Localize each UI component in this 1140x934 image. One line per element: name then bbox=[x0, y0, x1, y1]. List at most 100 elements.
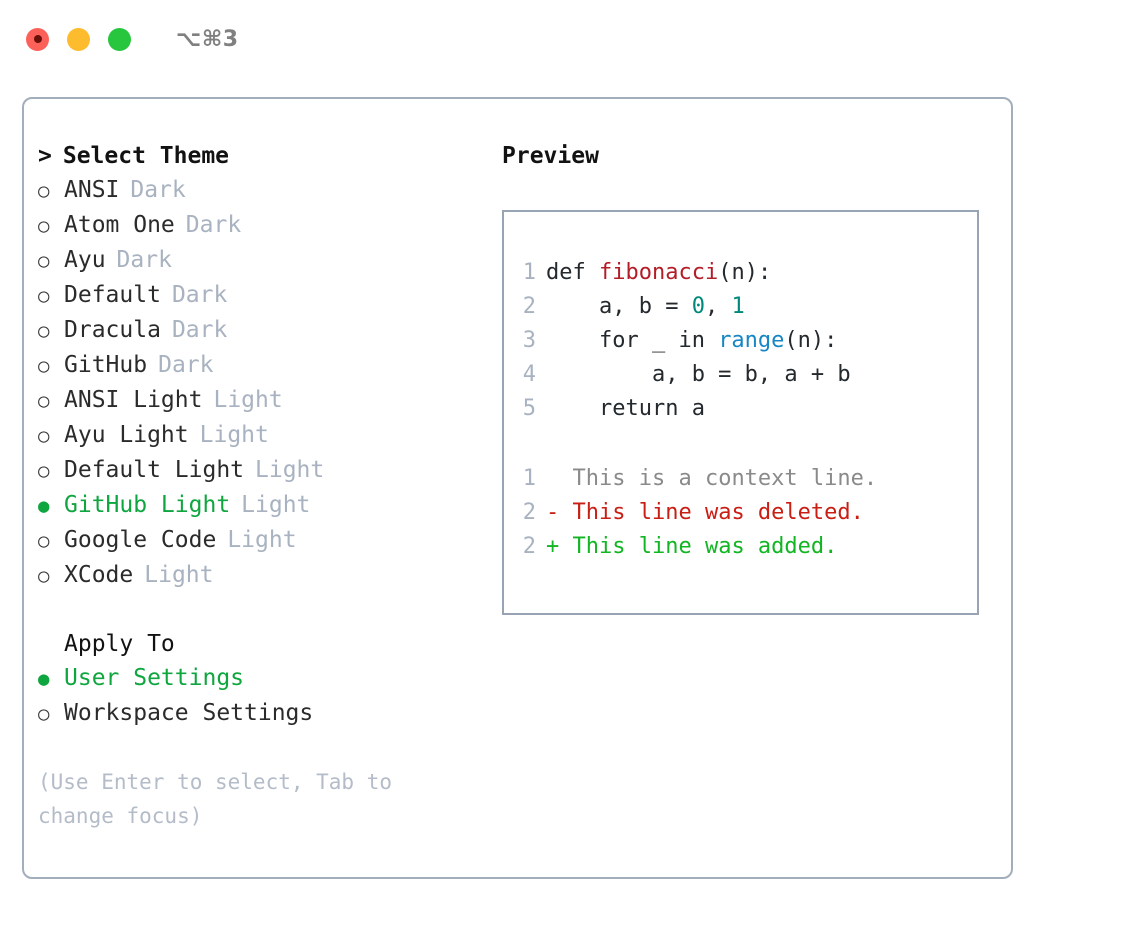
code-line-content: a, b = b, a + b bbox=[546, 358, 851, 392]
theme-option-dracula[interactable]: ○ Dracula Dark bbox=[38, 313, 498, 348]
diff-line-text: This line was deleted. bbox=[572, 500, 864, 525]
radio-unselected-icon: ○ bbox=[38, 320, 50, 342]
radio-unselected-icon: ○ bbox=[38, 390, 50, 412]
theme-option-github-light[interactable]: ● GitHub Light Light bbox=[38, 488, 498, 523]
code-token-num: 0 bbox=[691, 294, 705, 319]
code-token-plain: (n): bbox=[784, 328, 838, 353]
radio-unselected-icon: ○ bbox=[38, 565, 50, 587]
theme-option-atom-one[interactable]: ○ Atom One Dark bbox=[38, 208, 498, 243]
apply-to-option-user-settings[interactable]: ●User Settings bbox=[38, 661, 498, 696]
theme-option-kind-badge: Light bbox=[144, 562, 214, 588]
theme-option-google-code[interactable]: ○ Google Code Light bbox=[38, 523, 498, 558]
diff-sample: 1 This is a context line. 2 - This line wa… bbox=[504, 462, 977, 564]
code-line-number: 2 bbox=[522, 294, 536, 319]
theme-option-kind-badge: Dark bbox=[116, 247, 172, 273]
radio-unselected-icon: ○ bbox=[38, 425, 50, 447]
theme-option-ayu-light[interactable]: ○ Ayu Light Light bbox=[38, 418, 498, 453]
theme-option-kind-badge: Dark bbox=[171, 282, 228, 308]
theme-option-kind-badge: Dark bbox=[171, 317, 228, 343]
code-line-content: def fibonacci(n): bbox=[546, 256, 771, 290]
theme-option-kind-badge: Light bbox=[213, 387, 283, 413]
theme-option-label: Ayu Light bbox=[64, 422, 189, 448]
theme-option-label: XCode bbox=[64, 562, 134, 588]
code-line-content: return a bbox=[546, 392, 705, 426]
theme-option-label: Default Light bbox=[64, 457, 245, 483]
apply-to-option-workspace-settings[interactable]: ○ Workspace Settings bbox=[38, 696, 498, 731]
radio-selected-icon: ● bbox=[38, 668, 50, 690]
theme-option-kind-badge: Light bbox=[199, 422, 269, 448]
theme-option-kind-badge: Light bbox=[227, 527, 297, 553]
diff-spacer bbox=[504, 426, 977, 462]
theme-option-label: GitHub Light bbox=[64, 492, 231, 518]
code-line-number: 4 bbox=[522, 362, 536, 387]
radio-unselected-icon: ○ bbox=[38, 530, 50, 552]
maximize-button[interactable] bbox=[108, 27, 131, 51]
apply-to-heading: Apply To bbox=[64, 631, 175, 657]
select-theme-heading-label: Select Theme bbox=[62, 143, 230, 169]
diff-marker-icon bbox=[546, 466, 573, 491]
code-line: 3 for _ in range(n): bbox=[504, 324, 977, 358]
theme-option-label: Dracula bbox=[64, 317, 161, 343]
radio-unselected-icon: ○ bbox=[38, 250, 50, 272]
radio-unselected-icon: ○ bbox=[38, 703, 50, 725]
keyboard-shortcut-label: ⌥⌘3 bbox=[176, 26, 239, 52]
diff-line-content: - This line was deleted. bbox=[546, 496, 864, 530]
radio-unselected-icon: ○ bbox=[38, 355, 50, 377]
code-line-content: for _ in range(n): bbox=[546, 324, 837, 358]
theme-option-kind-badge: Light bbox=[255, 457, 325, 483]
theme-option-github[interactable]: ○ GitHub Dark bbox=[38, 348, 498, 383]
theme-option-kind-badge: Dark bbox=[130, 177, 186, 203]
code-token-plain: for _ in bbox=[546, 328, 719, 353]
radio-selected-icon: ● bbox=[38, 495, 50, 517]
section-spacer bbox=[38, 593, 498, 627]
theme-option-label: Ayu bbox=[64, 247, 106, 273]
code-token-plain: a, b = bbox=[546, 294, 692, 319]
diff-line-text: This line was added. bbox=[572, 534, 838, 559]
code-token-func: fibonacci bbox=[598, 260, 719, 285]
code-token-call: range bbox=[718, 328, 785, 353]
traffic-light-buttons bbox=[26, 27, 131, 51]
theme-option-label: Atom One bbox=[64, 212, 175, 238]
diff-line-number: 1 bbox=[522, 466, 536, 491]
diff-line-content: + This line was added. bbox=[546, 530, 837, 564]
code-line-content: a, b = 0, 1 bbox=[546, 290, 745, 324]
select-theme-heading: > Select Theme bbox=[38, 139, 498, 173]
code-line: 2 a, b = 0, 1 bbox=[504, 290, 977, 324]
diff-line-content: This is a context line. bbox=[546, 462, 878, 496]
code-token-num: 1 bbox=[731, 294, 745, 319]
theme-option-ayu[interactable]: ○ Ayu Dark bbox=[38, 243, 498, 278]
theme-option-label: GitHub bbox=[64, 352, 148, 378]
code-token-plain: return a bbox=[546, 396, 705, 421]
keyboard-hint-text: (Use Enter to select, Tab to change focu… bbox=[38, 770, 393, 828]
theme-option-kind-badge: Light bbox=[241, 492, 311, 518]
minimize-button[interactable] bbox=[67, 27, 90, 51]
theme-option-kind-badge: Dark bbox=[158, 352, 214, 378]
diff-line-added: 2 + This line was added. bbox=[504, 530, 977, 564]
theme-option-label: Google Code bbox=[64, 527, 217, 553]
prompt-caret-icon: > bbox=[38, 143, 52, 169]
code-token-plain: a, b = b, a + b bbox=[546, 362, 851, 387]
title-bar: ⌥⌘3 bbox=[0, 0, 1140, 78]
code-line: 5 return a bbox=[504, 392, 977, 426]
apply-to-option-list: ●User Settings ○ Workspace Settings bbox=[38, 661, 498, 731]
close-button[interactable] bbox=[26, 27, 49, 51]
diff-line-number: 2 bbox=[522, 534, 536, 559]
theme-option-kind-badge: Dark bbox=[185, 212, 242, 238]
diff-line-number: 2 bbox=[522, 500, 536, 525]
theme-option-xcode[interactable]: ○ XCode Light bbox=[38, 558, 498, 593]
radio-unselected-icon: ○ bbox=[38, 180, 50, 202]
radio-unselected-icon: ○ bbox=[38, 215, 50, 237]
apply-to-option-label: Workspace Settings bbox=[64, 700, 314, 726]
diff-line-context: 1 This is a context line. bbox=[504, 462, 977, 496]
preview-heading: Preview bbox=[502, 143, 599, 169]
